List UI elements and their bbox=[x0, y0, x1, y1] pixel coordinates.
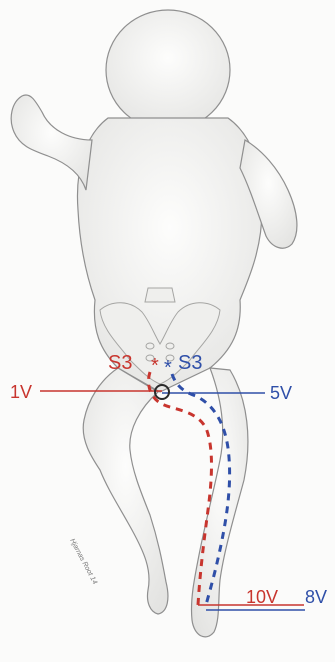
red-asterisk: * bbox=[151, 355, 159, 377]
lumbar-vertebra bbox=[145, 288, 175, 302]
head bbox=[106, 10, 230, 130]
artist-signature: Hjarnas Root 14 bbox=[68, 538, 98, 586]
sacral-foramen bbox=[146, 343, 154, 349]
label-s3-left: S3 bbox=[108, 352, 132, 374]
label-bottom-red: 10V bbox=[246, 587, 278, 607]
label-bottom-blue: 8V bbox=[305, 587, 327, 607]
label-s3-right: S3 bbox=[178, 352, 202, 374]
body-outline bbox=[11, 10, 297, 637]
sacral-foramen bbox=[166, 343, 174, 349]
left-arm bbox=[11, 95, 92, 190]
label-right-point: 5V bbox=[270, 383, 292, 403]
blue-asterisk: * bbox=[164, 357, 172, 379]
right-leg bbox=[191, 368, 247, 637]
label-left-point: 1V bbox=[10, 382, 32, 402]
